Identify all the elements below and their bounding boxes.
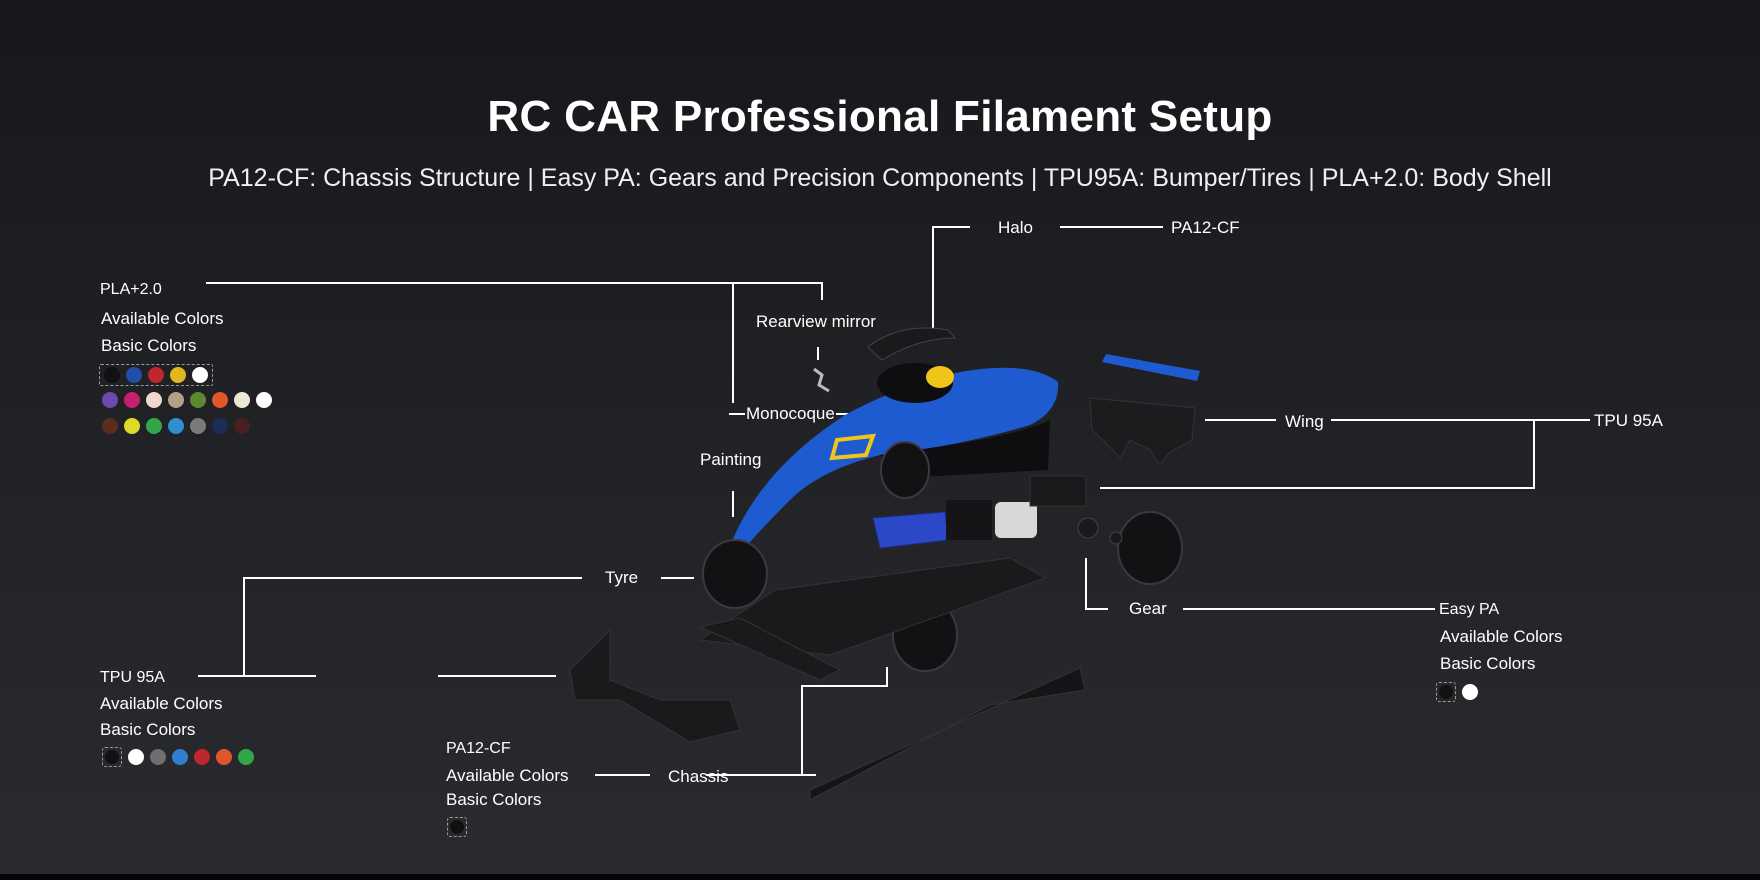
color-swatch[interactable]	[146, 392, 162, 408]
easypa-swatches	[1436, 682, 1478, 702]
color-swatch[interactable]	[124, 392, 140, 408]
color-swatch[interactable]	[212, 418, 228, 434]
leader-chassis-up	[801, 667, 888, 775]
front-wing	[569, 628, 741, 743]
pla-extra-swatches-2	[102, 418, 250, 434]
color-swatch[interactable]	[124, 418, 140, 434]
label-chassis: Chassis	[668, 767, 729, 786]
rear-wing-body	[1089, 397, 1196, 466]
label-tyre: Tyre	[605, 568, 639, 587]
pa12-basic-colors: Basic Colors	[446, 790, 542, 809]
pa12-material-name: PA12-CF	[446, 740, 511, 757]
battery	[872, 511, 949, 549]
leader-tyre-left	[243, 577, 582, 676]
easypa-available-colors: Available Colors	[1440, 627, 1563, 646]
color-swatch[interactable]	[172, 749, 188, 765]
color-swatch[interactable]	[194, 749, 210, 765]
color-swatch[interactable]	[102, 392, 118, 408]
color-swatch[interactable]	[150, 749, 166, 765]
sponsor-logo	[994, 437, 1022, 453]
color-swatch[interactable]	[1462, 684, 1478, 700]
color-swatch[interactable]	[146, 418, 162, 434]
color-swatch[interactable]	[234, 418, 250, 434]
label-gear: Gear	[1129, 599, 1167, 618]
page-subtitle: PA12-CF: Chassis Structure | Easy PA: Ge…	[208, 164, 1552, 192]
color-swatch[interactable]	[234, 392, 250, 408]
rear-wing-top	[1102, 354, 1200, 381]
color-swatch[interactable]	[238, 749, 254, 765]
leader-wing-lower	[1100, 420, 1535, 489]
mirror-part	[813, 367, 830, 393]
color-swatch[interactable]	[256, 392, 272, 408]
driver-helmet	[926, 366, 954, 388]
body-shell	[730, 367, 1059, 548]
leader-halo	[932, 226, 970, 328]
color-swatch[interactable]	[190, 392, 206, 408]
wheel-rear	[1117, 511, 1183, 585]
color-swatch[interactable]	[102, 418, 118, 434]
pla-extra-swatches-1	[102, 392, 272, 408]
motor	[995, 502, 1037, 538]
label-wing: Wing	[1285, 412, 1324, 431]
label-rearview-mirror: Rearview mirror	[756, 312, 876, 331]
pla-available-colors: Available Colors	[101, 309, 224, 328]
bottom-bar	[0, 874, 1760, 880]
color-swatch[interactable]	[192, 367, 208, 383]
label-wing-material: TPU 95A	[1594, 411, 1663, 430]
color-swatch[interactable]	[190, 418, 206, 434]
front-wing-blade	[698, 617, 842, 681]
pla-material-name: PLA+2.0	[100, 281, 162, 298]
car-illustration	[569, 327, 1200, 801]
label-halo: Halo	[998, 218, 1033, 237]
tpu-available-colors: Available Colors	[100, 694, 223, 713]
color-swatch[interactable]	[168, 392, 184, 408]
label-halo-material: PA12-CF	[1171, 218, 1240, 237]
tpu-material-name: TPU 95A	[100, 669, 165, 686]
selected-swatch-frame	[447, 817, 467, 837]
tpu-basic-colors: Basic Colors	[100, 720, 196, 739]
wheel-rear-left	[880, 441, 930, 499]
wheel-front-left	[702, 539, 768, 609]
pa12-swatches	[447, 817, 467, 837]
easypa-basic-colors: Basic Colors	[1440, 654, 1536, 673]
color-swatch[interactable]	[1439, 685, 1453, 699]
color-swatch[interactable]	[216, 749, 232, 765]
color-swatch[interactable]	[148, 367, 164, 383]
color-swatch[interactable]	[104, 367, 120, 383]
page-title: RC CAR Professional Filament Setup	[487, 92, 1273, 141]
pla-basic-swatches	[99, 364, 213, 386]
color-swatch[interactable]	[212, 392, 228, 408]
basic-colors-group	[99, 364, 213, 386]
color-swatch[interactable]	[105, 750, 119, 764]
color-swatch[interactable]	[450, 820, 464, 834]
label-monocoque: Monocoque	[746, 404, 835, 423]
pa12-available-colors: Available Colors	[446, 766, 569, 785]
leader-lines	[198, 226, 1590, 776]
selected-swatch-frame	[102, 747, 122, 767]
leader-pla	[206, 282, 823, 300]
axle-part	[1109, 531, 1123, 545]
color-swatch[interactable]	[126, 367, 142, 383]
number-plate	[829, 433, 876, 461]
servo	[1029, 475, 1087, 507]
color-swatch[interactable]	[168, 418, 184, 434]
halo-part	[867, 327, 957, 361]
color-swatch[interactable]	[170, 367, 186, 383]
color-swatch[interactable]	[128, 749, 144, 765]
easypa-material-name: Easy PA	[1439, 601, 1500, 618]
gear-part	[1077, 517, 1099, 539]
esc-box	[946, 500, 992, 540]
lower-chassis	[809, 667, 1086, 801]
label-painting: Painting	[700, 450, 762, 469]
leader-gear-left	[1085, 558, 1108, 610]
tpu-swatches	[102, 747, 254, 767]
pla-basic-colors: Basic Colors	[101, 336, 197, 355]
selected-swatch-frame	[1436, 682, 1456, 702]
